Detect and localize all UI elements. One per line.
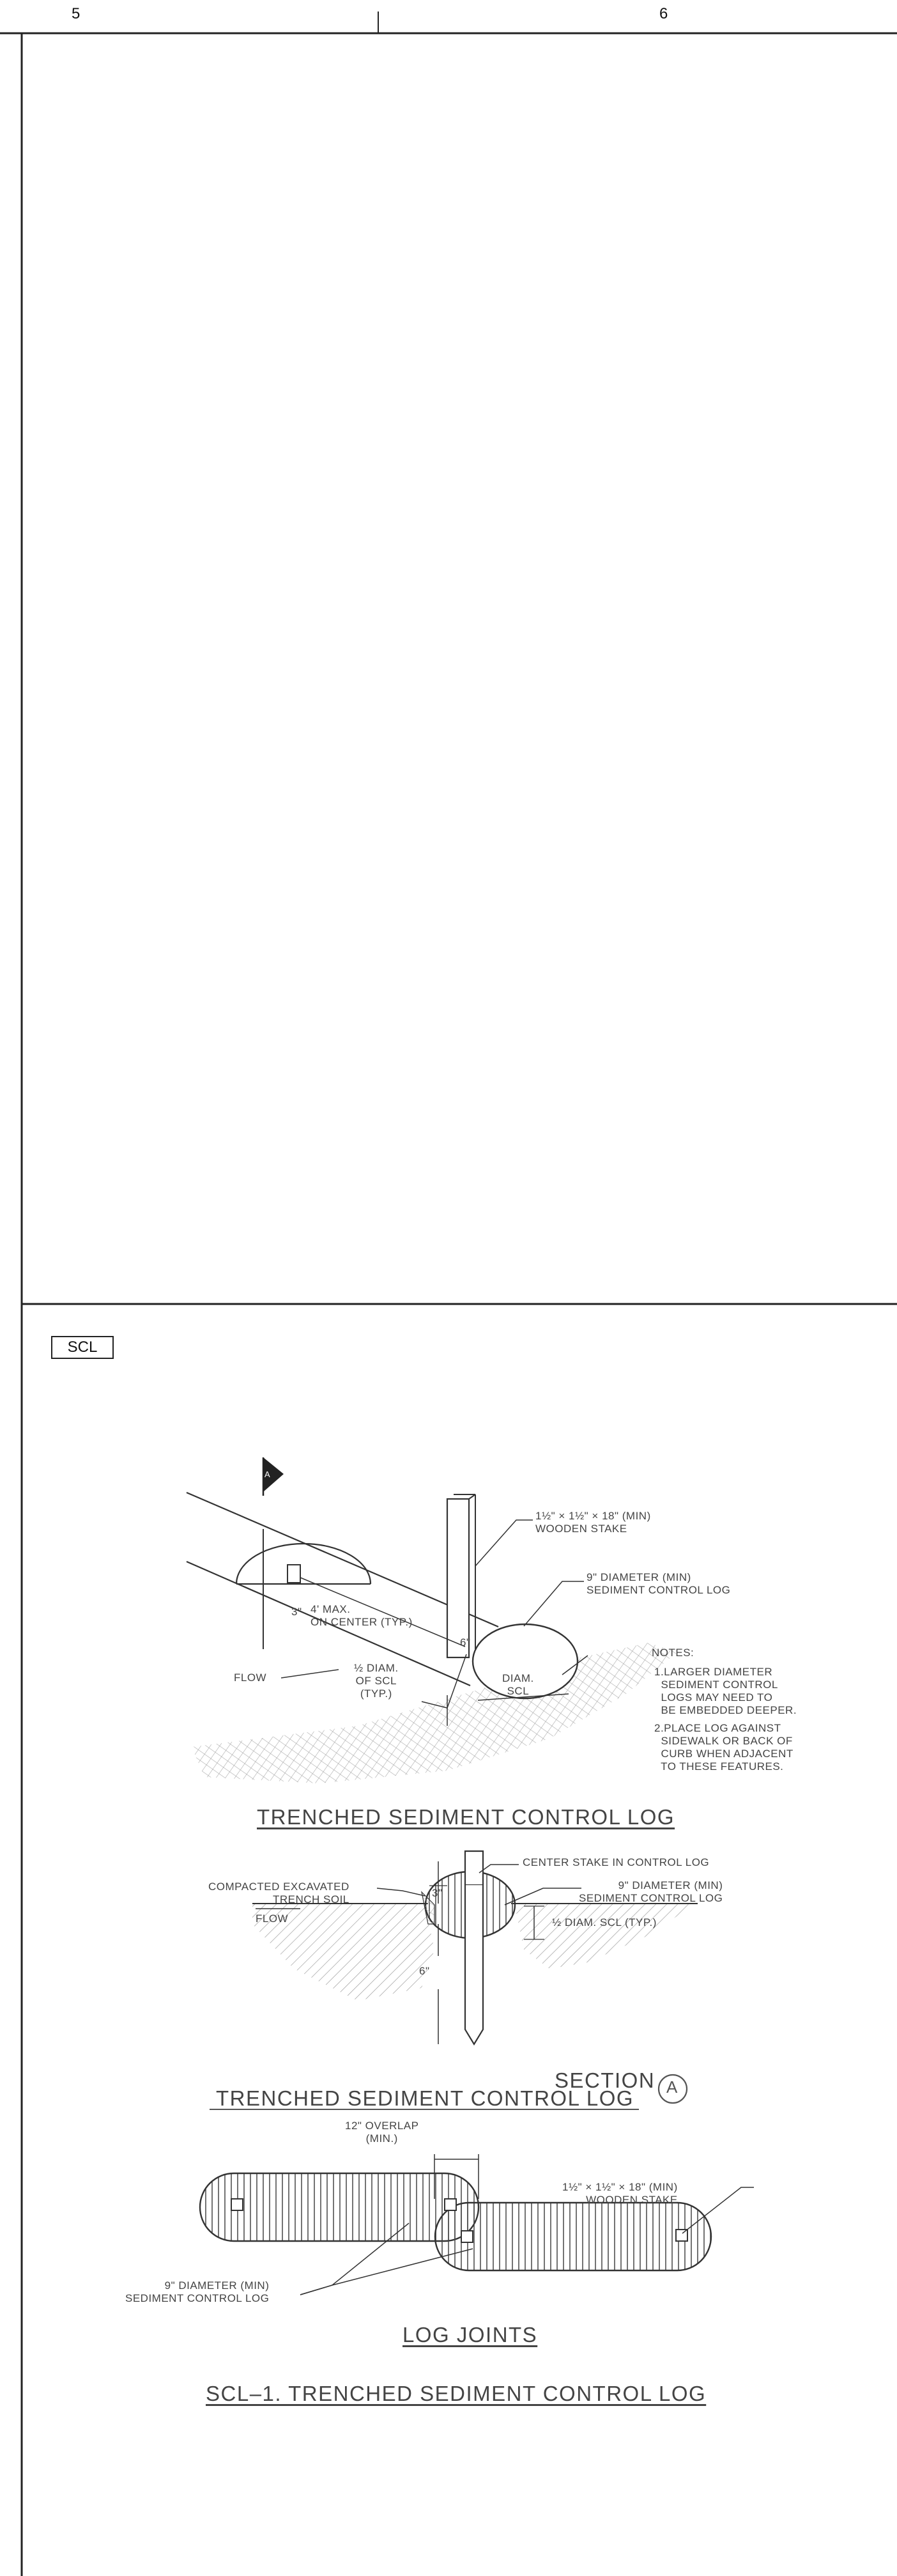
stake-callout: 1½" × 1½" × 18" (MIN) WOODEN STAKE	[535, 1510, 651, 1535]
joint-stake-callout: 1½" × 1½" × 18" (MIN) WOODEN STAKE	[562, 2181, 678, 2206]
detail-tag: SCL	[51, 1336, 114, 1359]
section-marker-letter: A	[264, 1470, 271, 1479]
notes-title: NOTES:	[652, 1647, 694, 1659]
section-three-inch: 3"	[432, 1887, 443, 1899]
section-log-callout: 9" DIAMETER (MIN) SEDIMENT CONTROL LOG	[579, 1879, 723, 1904]
grid-col-6: 6	[659, 5, 668, 22]
log-callout: 9" DIAMETER (MIN) SEDIMENT CONTROL LOG	[586, 1571, 731, 1596]
ground-hatch	[192, 1643, 677, 1783]
six-inch-callout: 6"	[460, 1636, 471, 1649]
center-stake-callout: CENTER STAKE IN CONTROL LOG	[523, 1856, 710, 1868]
section-half-diam: ½ DIAM. SCL (TYP.)	[552, 1916, 657, 1928]
three-inch-callout: 3"	[291, 1606, 302, 1618]
section-view	[210, 1850, 698, 2110]
view1-title: TRENCHED SEDIMENT CONTROL LOG	[257, 1805, 675, 1829]
diam-callout: DIAM. SCL	[502, 1672, 534, 1697]
figure-title: SCL–1. TRENCHED SEDIMENT CONTROL LOG	[206, 2382, 707, 2405]
view3-title: LOG JOINTS	[402, 2323, 538, 2347]
spacing-callout: 4' MAX. ON CENTER (TYP.)	[310, 1603, 413, 1628]
soil-callout: COMPACTED EXCAVATED TRENCH SOIL	[208, 1881, 349, 1905]
note-1: 1.LARGER DIAMETER SEDIMENT CONTROL LOGS …	[654, 1666, 797, 1716]
joint-log-right	[434, 2201, 712, 2272]
overlap-callout: 12" OVERLAP (MIN.)	[345, 2120, 419, 2145]
flow-label: FLOW	[234, 1672, 267, 1684]
view2-title: TRENCHED SEDIMENT CONTROL LOG	[216, 2086, 634, 2110]
wooden-stake	[446, 1498, 470, 1659]
log-end-left	[235, 1542, 372, 1585]
section-flow-label: FLOW	[256, 1913, 289, 1925]
isometric-view	[186, 1457, 677, 1783]
note-2: 2.PLACE LOG AGAINST SIDEWALK OR BACK OF …	[654, 1722, 793, 1773]
section-stake	[464, 1883, 484, 2046]
section-marker-circle	[657, 2074, 688, 2104]
log-joints-view	[199, 2154, 754, 2295]
section-marker-circle-letter: A	[666, 2077, 678, 2097]
grid-col-5: 5	[72, 5, 80, 22]
joint-log-callout: 9" DIAMETER (MIN) SEDIMENT CONTROL LOG	[125, 2279, 270, 2304]
section-six-inch: 6"	[419, 1965, 430, 1977]
half-diam-callout: ½ DIAM. OF SCL (TYP.)	[354, 1662, 399, 1700]
section-word: SECTION	[555, 2068, 656, 2092]
